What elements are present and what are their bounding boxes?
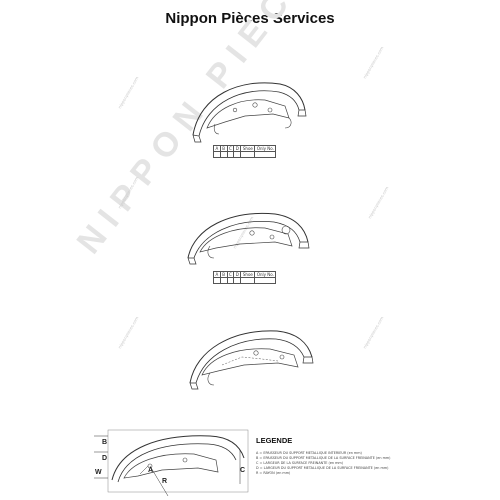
dimension-diagram: B D W A R C (94, 429, 249, 497)
spec-value (254, 151, 277, 158)
watermark-small: nipponpieces.com (116, 315, 140, 350)
spec-header: Only No. (254, 145, 277, 152)
spec-value (226, 151, 235, 158)
legend-item: R = RAYON (en mm) (256, 471, 291, 475)
watermark-small: nipponpieces.com (361, 315, 385, 350)
spec-value (213, 277, 221, 284)
spec-value (219, 151, 228, 158)
dim-label-b: B (102, 439, 107, 446)
spec-value (233, 277, 242, 284)
legend-item: C = LARGEUR DE LA SURFACE FREINANTE (en … (256, 461, 344, 465)
brake-shoe-drawing-3 (189, 330, 314, 390)
dim-label-r: R (162, 478, 167, 485)
spec-value (254, 277, 277, 284)
spec-value (233, 151, 242, 158)
legend-item: A = EPAISSEUR DU SUPPORT METALLIQUE INTE… (256, 451, 362, 455)
dim-label-c: C (240, 467, 245, 474)
watermark-small: nipponpieces.com (116, 75, 140, 110)
legend-item: D = LARGEUR DU SUPPORT METALLIQUE DE LA … (256, 466, 389, 470)
spec-value (213, 151, 221, 158)
spec-value (219, 277, 228, 284)
spec-value (240, 151, 256, 158)
watermark-small: nipponpieces.com (361, 45, 385, 80)
legend-item: B = EPAISSEUR DU SUPPORT METALLIQUE DE L… (256, 456, 391, 460)
spec-header: Shoe (240, 145, 256, 152)
legend-title: LEGENDE (256, 436, 293, 445)
brake-shoe-drawing-2 (187, 212, 310, 265)
spec-table-1: A B C D Shoe Only No. (213, 145, 277, 158)
brake-shoe-drawing-1 (192, 82, 307, 143)
spec-header: Shoe (240, 271, 256, 278)
watermark-small: nipponpieces.com (366, 185, 390, 220)
dim-label-w: W (95, 469, 102, 476)
spec-value (226, 277, 235, 284)
spec-value (240, 277, 256, 284)
dim-label-a: A (148, 467, 153, 474)
spec-header: Only No. (254, 271, 277, 278)
dim-label-d: D (102, 455, 107, 462)
page-title: Nippon Pièces Services (165, 10, 335, 27)
spec-table-2: A B C D Shoe Only No. (213, 271, 277, 284)
legend-list: A = EPAISSEUR DU SUPPORT METALLIQUE INTE… (256, 451, 391, 476)
